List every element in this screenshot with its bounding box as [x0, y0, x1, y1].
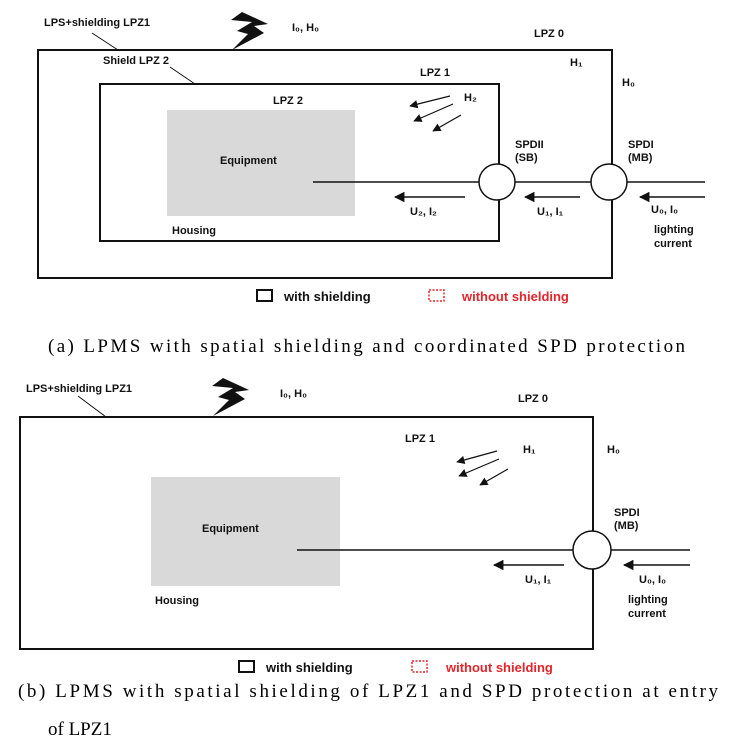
diagram-a: LPS+shielding LPZ1 I₀, H₀ LPZ 0 H₁ H₀ Sh… [37, 12, 705, 357]
lpz0-label: LPZ 0 [518, 393, 548, 405]
h1-arrow [479, 468, 509, 486]
legend-with-swatch [238, 660, 255, 673]
h2-arrow [413, 103, 454, 122]
io-ho-label: I₀, H₀ [280, 388, 307, 400]
caption-b-line2: of LPZ1 [48, 719, 112, 740]
lps-label: LPS+shielding LPZ1 [26, 383, 132, 395]
lps-label: LPS+shielding LPZ1 [44, 17, 150, 29]
u1-label: U₁, I₁ [525, 574, 552, 586]
legend-without-label: without shielding [445, 660, 553, 675]
lpz1-label: LPZ 1 [420, 67, 450, 79]
h1-label: H₁ [570, 57, 583, 69]
h1-arrow [458, 458, 500, 477]
equipment-label: Equipment [202, 523, 259, 535]
housing-label: Housing [155, 595, 199, 607]
shield-leader [169, 66, 196, 85]
u0-label: U₀, I₀ [639, 574, 666, 586]
lighting-label: lighting [654, 224, 694, 236]
caption-b-line1: (b) LPMS with spatial shielding of LPZ1 … [18, 681, 719, 702]
spd2-label: SPDII [515, 139, 544, 151]
lightning-bolt-icon [212, 378, 249, 416]
h2-label: H₂ [464, 92, 477, 104]
equipment-box [167, 110, 355, 216]
lps-leader [91, 32, 119, 51]
lpz2-boundary [99, 83, 500, 242]
lightning-bolt-icon [231, 12, 268, 50]
io-ho-label: I₀, H₀ [292, 22, 319, 34]
u2-label: U₂, I₂ [410, 206, 437, 218]
spd1-label: SPDI [628, 139, 654, 151]
spd2-sub-label: (SB) [515, 152, 538, 164]
equipment-box [151, 477, 340, 586]
spd1-circle [572, 530, 612, 570]
spd1-sub-label: (MB) [614, 520, 639, 532]
legend-with-label: with shielding [283, 289, 371, 304]
spd1-label: SPDI [614, 507, 640, 519]
legend-with-label: with shielding [265, 660, 353, 675]
spd1-circle [590, 163, 628, 201]
caption-a: (a) LPMS with spatial shielding and coor… [48, 336, 686, 357]
u0-label: U₀, I₀ [651, 204, 678, 216]
lpz2-label: LPZ 2 [273, 95, 303, 107]
h2-arrow [432, 114, 462, 132]
lps-leader [77, 395, 107, 418]
current-label: current [628, 608, 666, 620]
h0-label: H₀ [622, 77, 635, 89]
lighting-label: lighting [628, 594, 668, 606]
spd1-sub-label: (MB) [628, 152, 653, 164]
spd2-circle [478, 163, 516, 201]
h1-label: H₁ [523, 444, 536, 456]
legend-without-swatch [411, 660, 428, 673]
diagram-b: LPS+shielding LPZ1 I₀, H₀ LPZ 0 LPZ 1 H₁… [18, 378, 719, 740]
h0-label: H₀ [607, 444, 620, 456]
u1-label: U₁, I₁ [537, 206, 564, 218]
h1-arrow [456, 450, 498, 465]
lpz0-label: LPZ 0 [534, 28, 564, 40]
legend-with-swatch [256, 289, 273, 302]
h2-arrow [409, 95, 451, 109]
housing-label: Housing [172, 225, 216, 237]
current-label: current [654, 238, 692, 250]
shield-lpz2-label: Shield LPZ 2 [103, 55, 169, 67]
legend-without-swatch [428, 289, 445, 302]
lpz1-label: LPZ 1 [405, 433, 435, 445]
legend-without-label: without shielding [461, 289, 569, 304]
equipment-label: Equipment [220, 155, 277, 167]
